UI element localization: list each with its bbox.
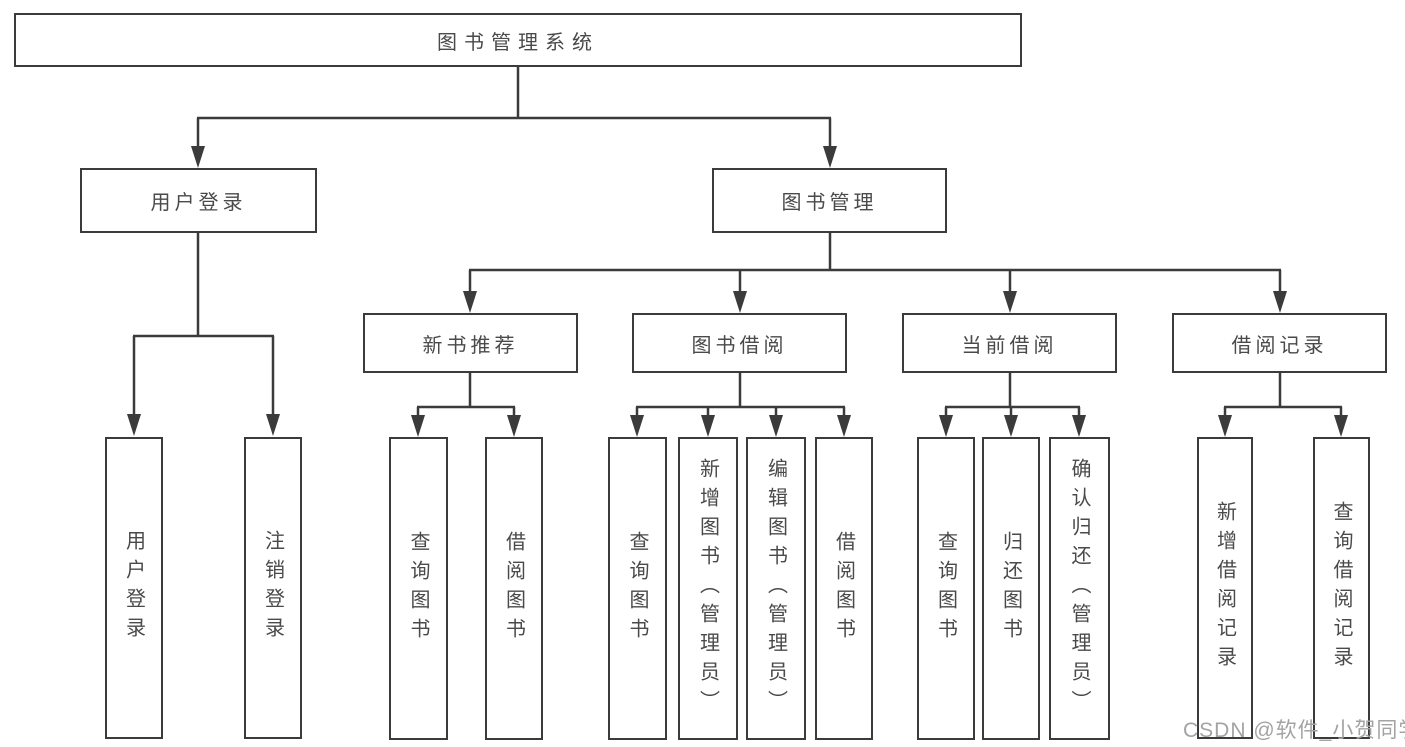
node-nbr-borrow-books: 借阅图书 — [485, 437, 543, 740]
node-br-query-record: 查询借阅记录 — [1313, 437, 1370, 739]
node-bb-add-books-admin-label: 新增图书（管理员） — [696, 458, 719, 719]
node-login: 用户登录 — [105, 437, 163, 739]
arrowhead-icon — [1004, 415, 1018, 437]
arrowhead-icon — [1273, 291, 1287, 313]
node-cb-return-books-label: 归还图书 — [999, 530, 1022, 647]
node-book-mgmt: 图书管理 — [712, 168, 947, 233]
node-cb-return-books: 归还图书 — [982, 437, 1040, 740]
node-cb-query-books: 查询图书 — [917, 437, 975, 740]
arrowhead-icon — [411, 415, 425, 437]
node-bb-borrow-books-label: 借阅图书 — [832, 530, 855, 647]
arrowhead-icon — [823, 146, 837, 168]
node-login-label: 用户登录 — [122, 530, 145, 646]
arrowhead-icon — [837, 415, 851, 437]
node-bb-add-books-admin: 新增图书（管理员） — [678, 437, 738, 740]
node-bb-edit-books-admin: 编辑图书（管理员） — [746, 437, 806, 740]
arrowhead-icon — [507, 415, 521, 437]
node-nbr-borrow-books-label: 借阅图书 — [502, 530, 525, 647]
node-bb-borrow-books: 借阅图书 — [815, 437, 873, 740]
node-current-borrow: 当前借阅 — [902, 313, 1117, 373]
node-root: 图书管理系统 — [14, 13, 1022, 67]
node-book-borrow: 图书借阅 — [632, 313, 847, 373]
node-bb-edit-books-admin-label: 编辑图书（管理员） — [764, 458, 787, 719]
node-bb-query-books-label: 查询图书 — [626, 530, 648, 647]
arrowhead-icon — [769, 415, 783, 437]
arrowhead-icon — [701, 415, 715, 437]
arrowhead-icon — [1072, 415, 1086, 437]
arrowhead-icon — [463, 291, 477, 313]
node-cb-confirm-return-admin-label: 确认归还（管理员） — [1068, 458, 1090, 719]
arrowhead-icon — [630, 415, 644, 437]
node-user-login: 用户登录 — [80, 168, 317, 233]
node-nbr-query-books-label: 查询图书 — [407, 530, 429, 647]
arrowhead-icon — [939, 415, 953, 437]
node-logout: 注销登录 — [244, 437, 302, 739]
arrowhead-icon — [1003, 291, 1017, 313]
watermark: CSDN @软件_小贺同学 — [1183, 719, 1405, 742]
node-cb-query-books-label: 查询图书 — [934, 530, 957, 647]
node-new-book-rec: 新书推荐 — [363, 313, 578, 373]
node-logout-label: 注销登录 — [261, 530, 284, 646]
node-br-add-record: 新增借阅记录 — [1197, 437, 1253, 739]
arrowhead-icon — [191, 146, 205, 168]
node-br-query-record-label: 查询借阅记录 — [1330, 501, 1352, 675]
node-borrow-records: 借阅记录 — [1172, 313, 1387, 373]
arrowhead-icon — [1218, 415, 1232, 437]
arrowhead-icon — [266, 414, 280, 436]
node-br-add-record-label: 新增借阅记录 — [1213, 501, 1236, 675]
arrowhead-icon — [1334, 415, 1348, 437]
node-cb-confirm-return-admin: 确认归还（管理员） — [1049, 437, 1110, 740]
arrowhead-icon — [127, 414, 141, 436]
arrowhead-icon — [733, 291, 747, 313]
node-bb-query-books: 查询图书 — [608, 437, 667, 740]
node-nbr-query-books: 查询图书 — [389, 437, 448, 740]
